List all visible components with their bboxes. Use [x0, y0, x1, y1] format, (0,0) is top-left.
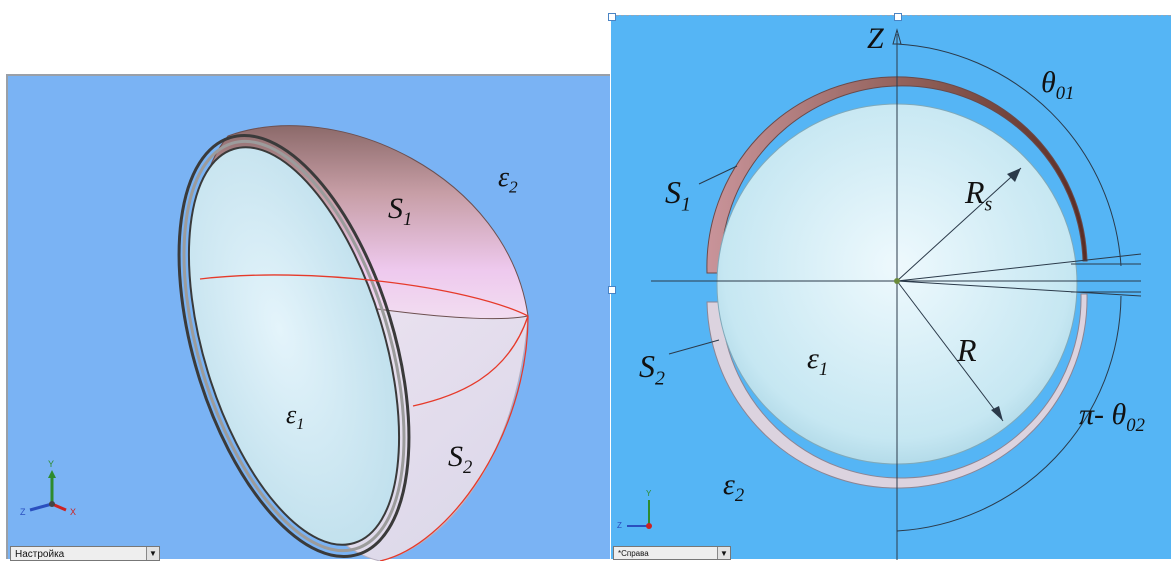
triad-label-z: Z — [20, 507, 26, 517]
hemisphere-drawing — [29, 125, 529, 561]
shell-s1 — [706, 76, 1088, 274]
triad-label-y-right: Y — [646, 489, 652, 498]
view-orientation-dropdown-right[interactable]: *Справа ▼ — [613, 546, 731, 560]
selection-handle-top-left[interactable] — [608, 13, 616, 21]
axis-triad-right — [627, 500, 652, 529]
cut-line-horizontal — [199, 274, 529, 317]
triad-label-y: Y — [48, 459, 55, 469]
left-viewport[interactable]: ε2 S1 ε1 S2 Y Z X Настройка ▼ — [6, 74, 610, 561]
triad-label-z-right: Z — [617, 521, 622, 530]
r-radius-arrow — [896, 280, 1004, 422]
label-epsilon1: ε1 — [286, 400, 305, 434]
label-r: R — [957, 332, 977, 368]
cut-line-front — [412, 315, 529, 407]
rs-radius-arrow — [896, 167, 1022, 282]
chevron-down-icon[interactable]: ▼ — [146, 547, 159, 560]
rim-ring-mid — [182, 139, 406, 553]
shell-s2 — [706, 293, 1088, 489]
selection-handle-top-mid[interactable] — [894, 13, 902, 21]
cut-line-outline — [379, 315, 529, 561]
label-epsilon2: ε2 — [723, 468, 745, 506]
label-s1: S1 — [388, 192, 413, 230]
label-theta01: θ01 — [1041, 66, 1075, 104]
rim-ring-inner — [187, 146, 401, 546]
chevron-down-icon[interactable]: ▼ — [717, 547, 730, 559]
label-rs: Rs — [965, 174, 993, 216]
pi-theta02-arc — [896, 295, 1122, 532]
selection-handle-left-mid[interactable] — [608, 286, 616, 294]
dropdown-value-right: *Справа — [618, 549, 649, 558]
label-z-axis: Z — [867, 22, 884, 55]
axis-triad — [29, 470, 67, 512]
label-epsilon2: ε2 — [498, 162, 518, 197]
label-epsilon1: ε1 — [807, 342, 829, 380]
triad-label-x: X — [70, 507, 77, 517]
rim-ring-outer — [177, 133, 411, 559]
label-s2: S2 — [448, 440, 473, 478]
theta01-arc — [896, 43, 1122, 267]
right-viewport[interactable]: Z θ01 S1 Rs S2 ε1 R π- θ02 ε2 Y Z *Справ… — [608, 13, 1171, 560]
label-pi-theta02: π- θ02 — [1079, 398, 1145, 436]
dropdown-value: Настройка — [15, 549, 65, 560]
label-s1: S1 — [665, 174, 691, 216]
cross-section-drawing — [627, 28, 1142, 560]
label-s2: S2 — [639, 348, 665, 390]
